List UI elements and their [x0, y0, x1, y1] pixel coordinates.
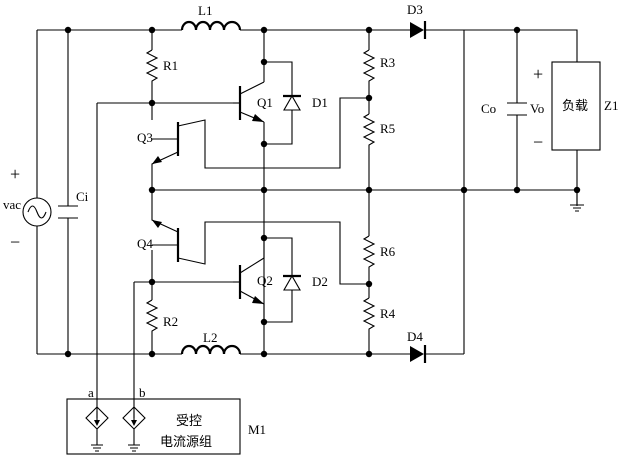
label-R5: R5	[380, 121, 395, 136]
label-R1: R1	[163, 58, 178, 73]
label-R4: R4	[380, 306, 396, 321]
inductor-L1: L1	[182, 3, 240, 30]
label-R3: R3	[380, 55, 395, 70]
label-Z1: Z1	[604, 98, 618, 113]
load-Z1: 负载 Z1	[552, 62, 618, 150]
label-R6: R6	[380, 244, 396, 259]
capacitor-Ci: Ci	[58, 189, 89, 218]
vo-minus-sign: −	[533, 132, 543, 152]
diode-D4: D4	[407, 329, 425, 363]
terminal-label-b: b	[139, 385, 146, 400]
label-vac: vac	[3, 197, 21, 212]
resistor-R2: R2	[147, 300, 178, 334]
junction-dots	[65, 27, 580, 357]
label-R2: R2	[163, 314, 178, 329]
label-L2: L2	[203, 330, 217, 345]
vo-plus-sign: +	[533, 64, 543, 84]
label-Q2: Q2	[257, 273, 273, 288]
ac-source-vac: vac + −	[3, 164, 51, 252]
label-M1: M1	[248, 422, 266, 437]
resistor-R5: R5	[364, 114, 395, 146]
capacitor-Co: Co Vo + −	[481, 64, 544, 152]
vac-minus-sign: −	[10, 232, 20, 252]
resistor-R6: R6	[364, 236, 396, 268]
wires	[37, 30, 577, 418]
transistor-Q3: Q3	[137, 122, 178, 164]
transistor-Q4: Q4	[137, 220, 178, 262]
current-source-a-icon	[86, 407, 108, 451]
module-title-line1: 受控	[176, 414, 202, 429]
module-title-line2: 电流源组	[160, 435, 212, 450]
label-Ci: Ci	[76, 189, 89, 204]
label-Q3: Q3	[137, 130, 153, 145]
label-Vo: Vo	[530, 101, 544, 116]
label-L1: L1	[198, 3, 212, 18]
terminal-label-a: a	[88, 385, 94, 400]
inductor-L2: L2	[182, 330, 240, 354]
label-Q4: Q4	[137, 236, 153, 251]
resistor-R1: R1	[147, 50, 178, 82]
ground-icon	[570, 190, 584, 211]
label-Co: Co	[481, 101, 496, 116]
current-source-b-icon	[123, 407, 145, 451]
label-D3: D3	[407, 2, 423, 17]
diode-D3: D3	[407, 2, 425, 39]
diode-D2: D2	[283, 268, 328, 290]
transistor-Q1: Q1	[233, 82, 273, 122]
resistor-R4: R4	[364, 298, 396, 330]
label-D1: D1	[312, 95, 328, 110]
label-load: 负载	[562, 99, 588, 114]
label-Q1: Q1	[257, 95, 273, 110]
resistor-R3: R3	[364, 50, 395, 82]
vac-plus-sign: +	[10, 164, 20, 184]
diode-D1: D1	[283, 88, 328, 110]
label-D2: D2	[312, 274, 328, 289]
label-D4: D4	[407, 329, 423, 344]
transistor-Q2: Q2	[233, 238, 273, 322]
